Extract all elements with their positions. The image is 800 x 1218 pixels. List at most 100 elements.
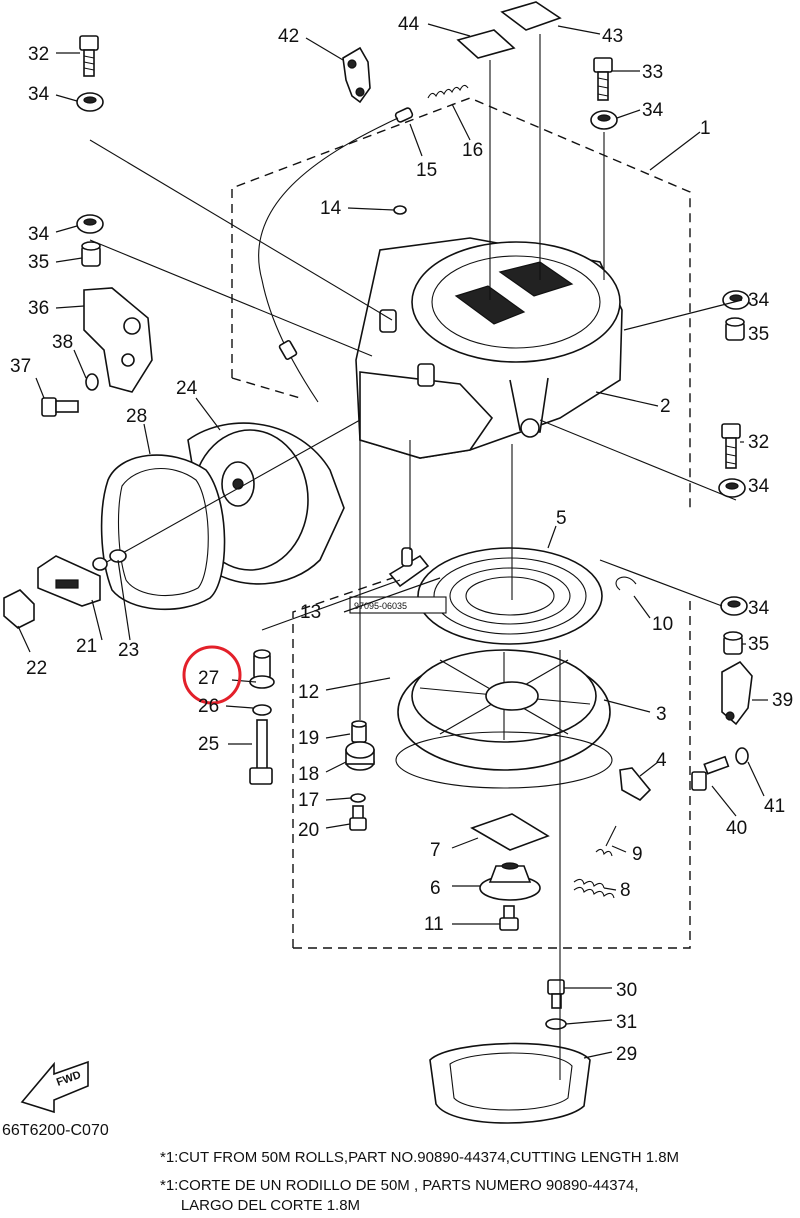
part-label: 32 — [748, 432, 769, 453]
washer-41 — [735, 747, 749, 765]
part-label: 34 — [642, 100, 664, 121]
part-label: 23 — [118, 640, 139, 661]
part-label: 21 — [76, 636, 97, 657]
part-label: 2 — [660, 396, 671, 417]
part-label: 26 — [198, 696, 219, 717]
bolt-25 — [249, 719, 273, 785]
rope-23 — [95, 419, 361, 569]
part-label: 28 — [126, 406, 147, 427]
part-label: 35 — [748, 324, 769, 345]
part-label: 11 — [424, 914, 444, 935]
pin-14 — [393, 205, 407, 215]
footnote-english: *1:CUT FROM 50M ROLLS,PART NO.90890-4437… — [160, 1149, 680, 1166]
part-label: 43 — [602, 26, 623, 47]
part-label-highlighted: 27 — [198, 668, 219, 689]
part-label: 14 — [320, 198, 342, 219]
part-label: 15 — [416, 160, 437, 181]
part-label: 42 — [278, 26, 299, 47]
spring-8 — [573, 878, 615, 899]
part-label: 10 — [652, 614, 673, 635]
spacer-18 — [345, 741, 375, 771]
bolt-32-right — [721, 423, 741, 469]
ring-29 — [429, 1042, 591, 1124]
leader-lines — [17, 23, 768, 1059]
part-label: 18 — [298, 764, 319, 785]
part-label: 1 — [700, 118, 711, 139]
part-label: 12 — [298, 682, 319, 703]
footnote-spanish: *1:CORTE DE UN RODILLO DE 50M , PARTS NU… — [160, 1177, 639, 1214]
cam-39 — [721, 660, 753, 726]
part-label: 41 — [764, 796, 785, 817]
pawl-4 — [619, 767, 652, 801]
part-label: 22 — [26, 658, 47, 679]
bolt-11 — [499, 905, 519, 931]
spring-5 — [417, 547, 603, 645]
part-label: 16 — [462, 140, 483, 161]
part-label: 5 — [556, 508, 567, 529]
part-label: 8 — [620, 880, 631, 901]
cable-clip — [278, 340, 298, 360]
highlight-circle — [182, 645, 242, 705]
part-label: 19 — [298, 728, 319, 749]
grommet-34-left — [76, 214, 104, 234]
part-label: 44 — [398, 14, 420, 35]
bracket-42 — [342, 46, 371, 104]
seal-28 — [100, 454, 226, 611]
part-label: 4 — [656, 750, 667, 771]
washer-17 — [350, 793, 366, 803]
washer-38 — [85, 373, 99, 391]
part-label: 20 — [298, 820, 319, 841]
assembly-boundary-upper — [231, 97, 691, 512]
clip-22 — [3, 589, 35, 629]
part-label: 9 — [632, 844, 643, 865]
label-sticker-43 — [500, 1, 562, 31]
part-label: 30 — [616, 980, 637, 1001]
hub-6 — [479, 862, 541, 901]
spring-16 — [427, 84, 469, 99]
bracket-36 — [83, 287, 153, 393]
rope-end-23 — [92, 549, 127, 571]
diagram-code: 66T6200-C070 — [2, 1122, 109, 1139]
pulley-3 — [395, 649, 613, 789]
grommet-34-right-1 — [722, 290, 750, 310]
washer-26 — [252, 704, 272, 716]
bolt-30 — [547, 979, 565, 1009]
collar-35-right-2 — [723, 631, 743, 655]
circlip-10 — [615, 576, 637, 591]
label-sticker-44 — [456, 29, 516, 59]
part-label: 34 — [748, 476, 770, 497]
bolt-40 — [691, 755, 730, 791]
part-label: 34 — [28, 84, 50, 105]
grommet-34-right-2 — [718, 478, 746, 498]
part-label: 34 — [748, 290, 770, 311]
part-label: 3 — [656, 704, 667, 725]
part-label: 13 — [300, 602, 321, 623]
fwd-arrow-icon: FWD — [20, 1060, 89, 1114]
part-label: 25 — [198, 734, 219, 755]
part-labels: 32 34 42 44 43 33 34 16 15 1 14 34 35 36… — [10, 14, 793, 1065]
part-label: 40 — [726, 818, 747, 839]
bolt-37 — [41, 397, 79, 417]
handle-21 — [37, 555, 101, 607]
part-label: 24 — [176, 378, 198, 399]
part-label: 17 — [298, 790, 319, 811]
part-label: 34 — [28, 224, 50, 245]
bolt-33 — [593, 57, 613, 101]
collar-35-right-1 — [725, 317, 745, 341]
grommet-34-top-right — [590, 110, 618, 130]
spring-9 — [595, 825, 617, 857]
collar-35-left — [81, 241, 101, 267]
assembly-guides — [89, 34, 737, 1080]
part-label: 6 — [430, 878, 441, 899]
part-label: 39 — [772, 690, 793, 711]
plate-7 — [470, 813, 550, 851]
part-label: 35 — [748, 634, 769, 655]
assembly-boundary-lower — [292, 571, 691, 949]
grommet-34-right-3 — [720, 596, 748, 616]
washer-31 — [545, 1018, 567, 1030]
inner-tag-text: 97095-06035 — [354, 601, 407, 611]
part-label: 34 — [748, 598, 770, 619]
shaft-13 — [388, 547, 430, 588]
